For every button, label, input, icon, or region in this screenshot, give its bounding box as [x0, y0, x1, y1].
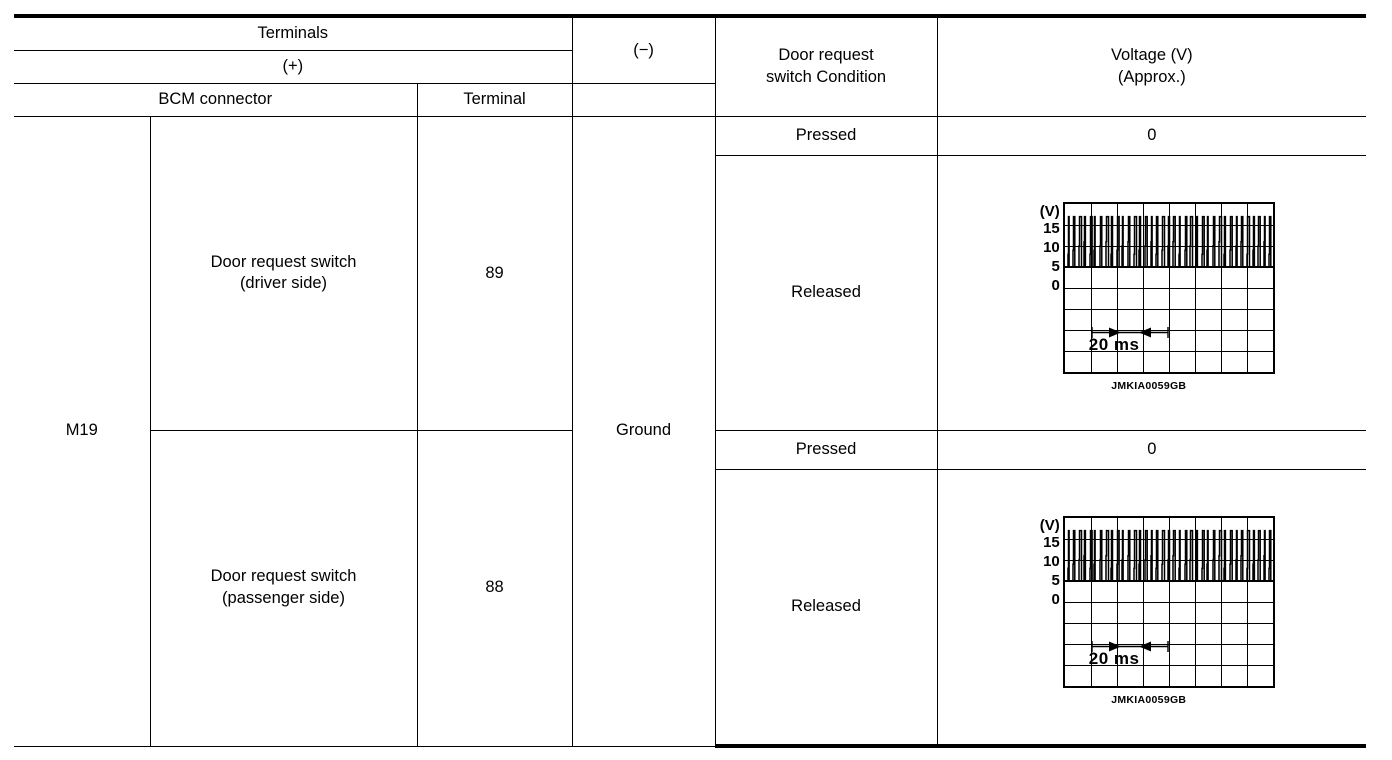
scope-gridline-horizontal — [1064, 308, 1273, 310]
scope-y-tick-0: 0 — [1051, 276, 1060, 294]
header-voltage-line1: Voltage (V) — [1110, 46, 1193, 65]
scope-y-unit: (V) — [1039, 516, 1060, 534]
cell-condition-passenger-pressed: Pressed — [714, 429, 938, 470]
scope-gridline-horizontal — [1064, 266, 1273, 268]
header-voltage: Voltage (V) (Approx.) — [936, 14, 1367, 117]
oscilloscope-figure-passenger: (V) 15 10 5 0 20 ms JMKIA0059GB — [942, 502, 1363, 712]
signal-passenger-line1: Door request switch — [210, 567, 357, 586]
scope-gridline-horizontal — [1064, 329, 1273, 331]
cell-condition-driver-pressed: Pressed — [714, 116, 938, 156]
scope-y-unit: (V) — [1039, 202, 1060, 220]
scope-y-tick-5: 5 — [1051, 257, 1060, 275]
cell-condition-passenger-released: Released — [715, 468, 938, 748]
header-row-1: Terminals (−) Door request switch Condit… — [14, 14, 1367, 117]
scope-gridline-horizontal — [1064, 287, 1273, 289]
scope-gridline-horizontal — [1064, 643, 1273, 645]
cell-ground: Ground — [571, 116, 716, 747]
header-positive: (+) — [14, 50, 573, 84]
figure-code-driver: JMKIA0059GB — [1111, 379, 1187, 392]
scope-y-tick-5: 5 — [1051, 571, 1060, 589]
scope-gridline-horizontal — [1064, 224, 1273, 226]
scope-time-label-driver: 20 ms — [1086, 334, 1142, 354]
header-row-2: (+) — [14, 50, 1366, 84]
figure-code-passenger: JMKIA0059GB — [1111, 693, 1187, 706]
oscilloscope-figure-driver: (V) 15 10 5 0 20 ms JMKIA0059GB — [942, 188, 1363, 398]
cell-voltage-passenger-pressed: 0 — [936, 429, 1367, 470]
scope-y-axis-passenger: (V) 15 10 5 0 — [1029, 516, 1063, 609]
header-terminals: Terminals — [14, 14, 573, 51]
signal-passenger-line2: (passenger side) — [222, 589, 345, 608]
signal-driver-line1: Door request switch — [210, 252, 357, 271]
scope-grid-passenger: 20 ms — [1062, 515, 1275, 688]
bcm-terminal-voltage-table: Terminals (−) Door request switch Condit… — [14, 14, 1367, 748]
table-row-passenger-released: Released (V) 15 10 5 0 — [14, 468, 1367, 748]
header-condition: Door request switch Condition — [714, 14, 938, 117]
cell-terminal-89: 89 — [416, 116, 573, 431]
scope-gridline-horizontal — [1064, 538, 1273, 540]
scope-gridline-horizontal — [1064, 664, 1273, 666]
scope-gridline-horizontal — [1064, 622, 1273, 624]
header-voltage-line2: (Approx.) — [1117, 68, 1186, 86]
header-row-3: BCM connector Terminal — [14, 83, 1366, 117]
scope-time-span-marker — [1091, 640, 1169, 652]
cell-voltage-driver-released: (V) 15 10 5 0 20 ms JMKIA0059GB — [936, 155, 1367, 431]
header-condition-line1: Door request — [778, 46, 874, 65]
scope-grid-driver: 20 ms — [1062, 201, 1275, 374]
scope-y-axis-driver: (V) 15 10 5 0 — [1029, 202, 1063, 295]
header-negative-spacer — [571, 83, 716, 117]
cell-terminal-88: 88 — [416, 429, 573, 747]
scope-gridline-horizontal — [1064, 601, 1273, 603]
signal-driver-line2: (driver side) — [239, 274, 328, 293]
cell-voltage-passenger-released: (V) 15 10 5 0 20 ms JMKIA0059GB — [936, 468, 1367, 748]
header-condition-line2: switch Condition — [765, 68, 887, 86]
cell-connector-m19: M19 — [14, 116, 151, 747]
scope-gridline-horizontal — [1064, 350, 1273, 352]
scope-y-tick-15: 15 — [1043, 533, 1060, 551]
cell-signal-driver: Door request switch (driver side) — [149, 116, 418, 431]
cell-condition-driver-released: Released — [715, 155, 938, 431]
scope-gridline-horizontal — [1064, 245, 1273, 247]
scope-gridline-horizontal — [1064, 580, 1273, 582]
table-row-passenger-pressed: Door request switch (passenger side) 88 … — [14, 429, 1367, 747]
header-negative: (−) — [571, 14, 716, 84]
table-bottom-rule — [14, 746, 1366, 748]
table-row-driver-pressed: M19 Door request switch (driver side) 89… — [14, 116, 1367, 747]
scope-y-tick-10: 10 — [1043, 238, 1060, 256]
scope-time-label-passenger: 20 ms — [1086, 648, 1142, 668]
scope-time-span-marker — [1091, 326, 1169, 338]
header-bcm-connector: BCM connector — [14, 83, 418, 117]
cell-voltage-driver-pressed: 0 — [936, 116, 1367, 156]
scope-y-tick-15: 15 — [1043, 219, 1060, 237]
cell-signal-passenger: Door request switch (passenger side) — [150, 429, 418, 747]
table-row-driver-released: Released (V) 15 10 5 0 — [14, 155, 1367, 431]
scope-gridline-horizontal — [1064, 559, 1273, 561]
scope-y-tick-0: 0 — [1051, 590, 1060, 608]
header-terminal: Terminal — [416, 83, 573, 117]
scope-y-tick-10: 10 — [1043, 552, 1060, 570]
